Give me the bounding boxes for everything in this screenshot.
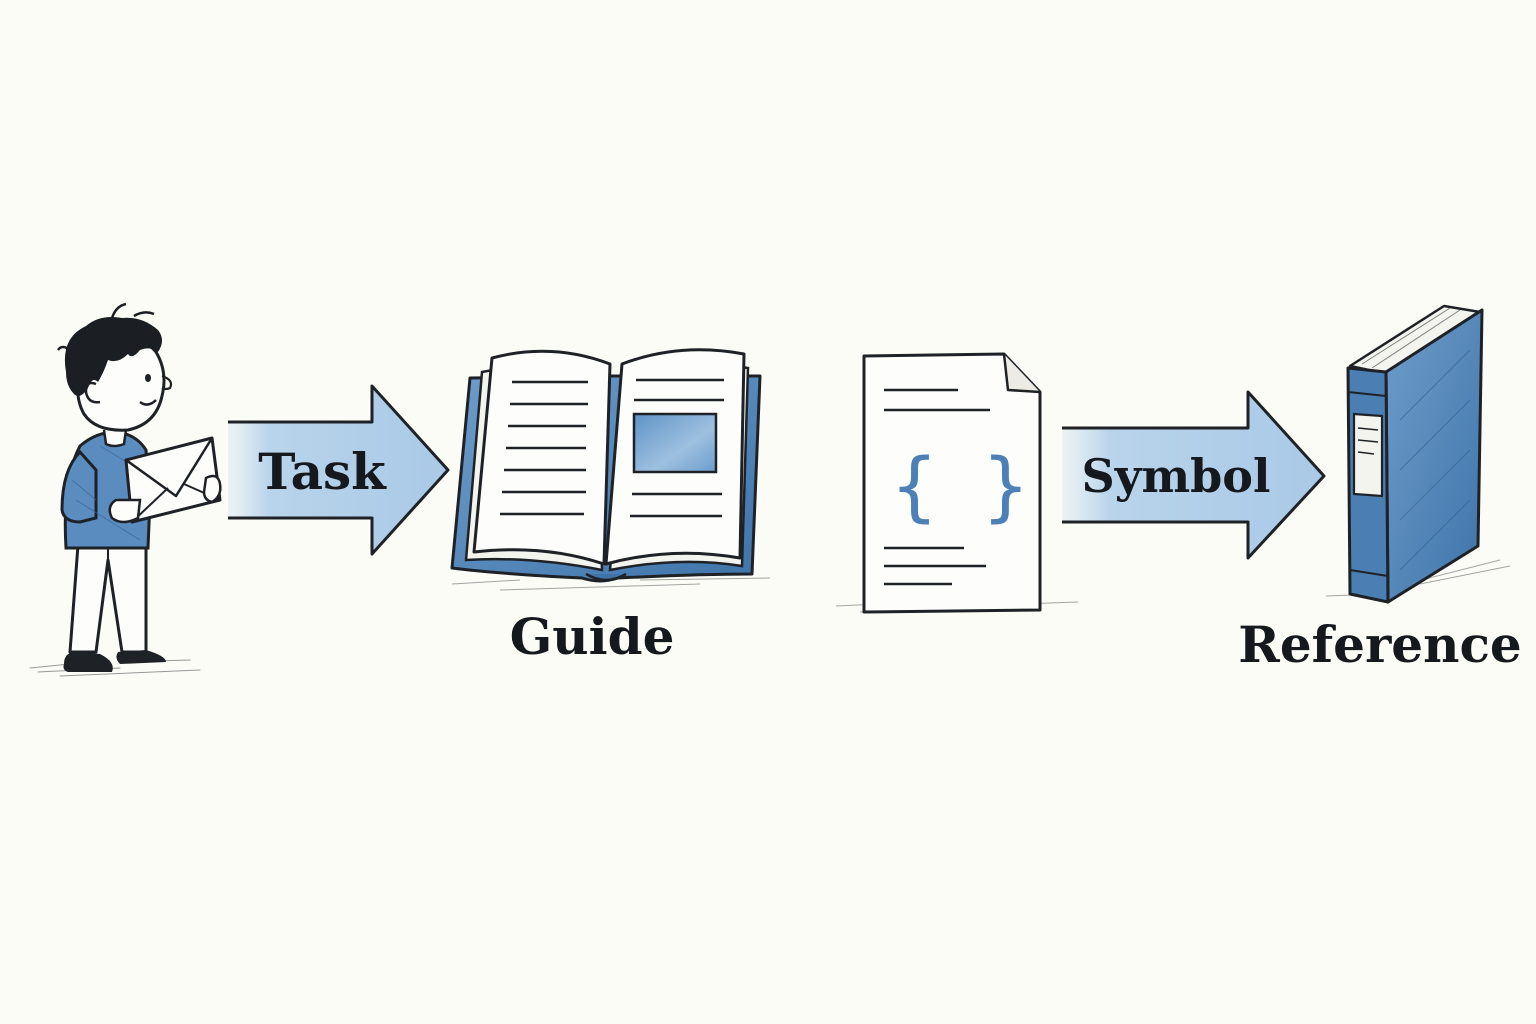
code-braces-glyph: { }	[891, 441, 1028, 530]
open-book-icon	[450, 348, 771, 591]
arrow-symbol: Symbol	[1062, 390, 1326, 560]
ground-shadow-person	[29, 659, 201, 677]
person-holding-envelope-icon	[29, 302, 222, 677]
arrow-symbol-label: Symbol	[1082, 449, 1271, 503]
book-illustration-image	[632, 412, 718, 474]
envelope-icon	[124, 436, 222, 524]
arrow-task-label: Task	[258, 442, 387, 501]
reference-label: Reference	[1238, 615, 1521, 674]
closed-book-icon	[1325, 304, 1511, 604]
guide-label: Guide	[510, 607, 675, 666]
arrow-task: Task	[228, 384, 450, 556]
code-document-icon: { }	[835, 352, 1079, 614]
